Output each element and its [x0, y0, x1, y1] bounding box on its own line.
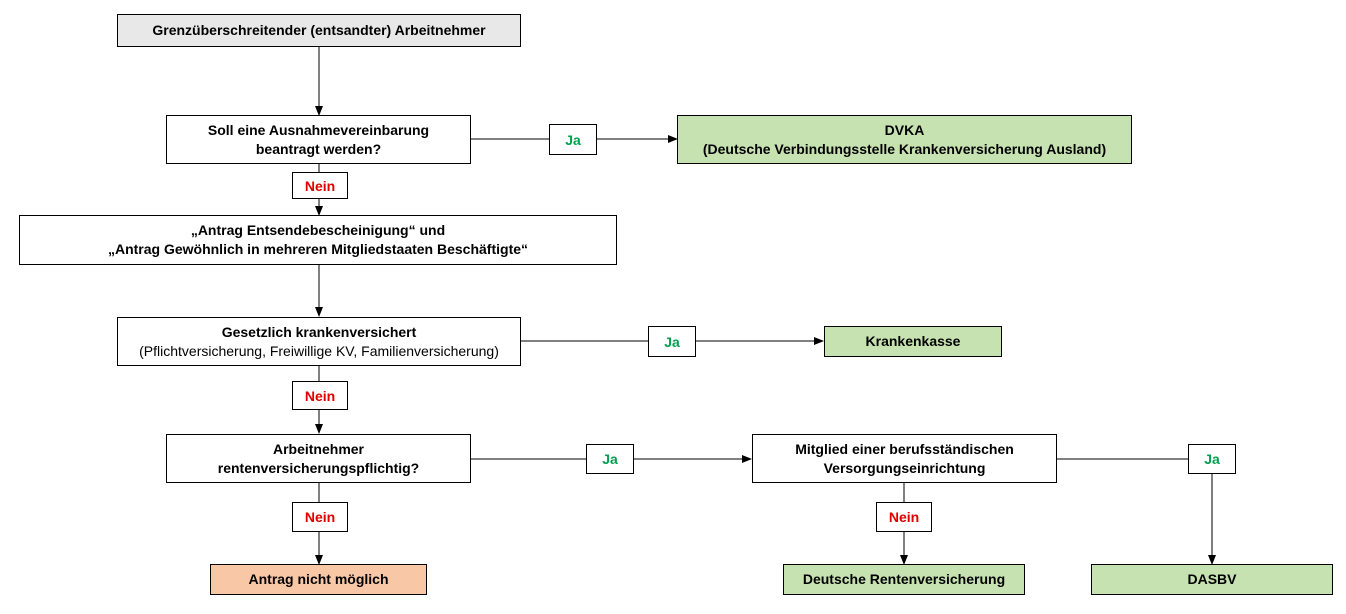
- deutsche-rentenversicherung-node: Deutsche Rentenversicherung: [783, 564, 1025, 595]
- yes-label-pension: Ja: [586, 444, 634, 474]
- dasbv-label: DASBV: [1187, 571, 1237, 587]
- yes-label-dvka: Ja: [549, 124, 597, 155]
- yes-label-dasbv: Ja: [1188, 444, 1236, 474]
- not-possible-label: Antrag nicht möglich: [248, 571, 389, 587]
- antrag-line1: „Antrag Entsendebescheinigung“ und: [190, 222, 446, 238]
- yes-label-krankenkasse: Ja: [648, 326, 696, 357]
- antrag-line2: „Antrag Gewöhnlich in mehreren Mitglieds…: [107, 241, 529, 257]
- no-label-health: Nein: [292, 381, 348, 410]
- question-member-line2: Versorgungseinrichtung: [823, 459, 986, 476]
- drv-label: Deutsche Rentenversicherung: [802, 571, 1006, 587]
- no-label-exception: Nein: [292, 172, 348, 199]
- dvka-line1: DVKA: [884, 121, 925, 138]
- no-label-member: Nein: [876, 502, 932, 532]
- question-member-line1: Mitglied einer berufsständischen: [795, 440, 1014, 457]
- question-health-line1: Gesetzlich krankenversichert: [221, 323, 417, 340]
- krankenkasse-label: Krankenkasse: [865, 333, 961, 349]
- question-health-line2: (Pflichtversicherung, Freiwillige KV, Fa…: [139, 342, 499, 359]
- question-pension-insured: Arbeitnehmer rentenversicherungspflichti…: [166, 434, 471, 483]
- start-node: Grenzüberschreitender (entsandter) Arbei…: [117, 14, 521, 47]
- question-pension-line2: rentenversicherungspflichtig?: [217, 459, 420, 476]
- question-exception-agreement: Soll eine Ausnahmevereinbarung beantragt…: [166, 115, 471, 164]
- krankenkasse-node: Krankenkasse: [824, 326, 1002, 357]
- dvka-node: DVKA (Deutsche Verbindungsstelle Kranken…: [677, 115, 1132, 164]
- dasbv-node: DASBV: [1091, 564, 1333, 595]
- question-exception-line2: beantragt werden?: [255, 140, 382, 157]
- question-health-insured: Gesetzlich krankenversichert (Pflichtver…: [117, 317, 521, 366]
- application-not-possible-node: Antrag nicht möglich: [210, 564, 427, 595]
- question-professional-pension-member: Mitglied einer berufsständischen Versorg…: [752, 434, 1057, 483]
- question-pension-line1: Arbeitnehmer: [272, 440, 365, 457]
- question-exception-line1: Soll eine Ausnahmevereinbarung: [207, 121, 430, 138]
- dvka-line2: (Deutsche Verbindungsstelle Krankenversi…: [702, 140, 1107, 157]
- no-label-pension: Nein: [292, 502, 348, 532]
- start-node-label: Grenzüberschreitender (entsandter) Arbei…: [152, 22, 486, 38]
- antrag-node: „Antrag Entsendebescheinigung“ und „Antr…: [19, 215, 617, 265]
